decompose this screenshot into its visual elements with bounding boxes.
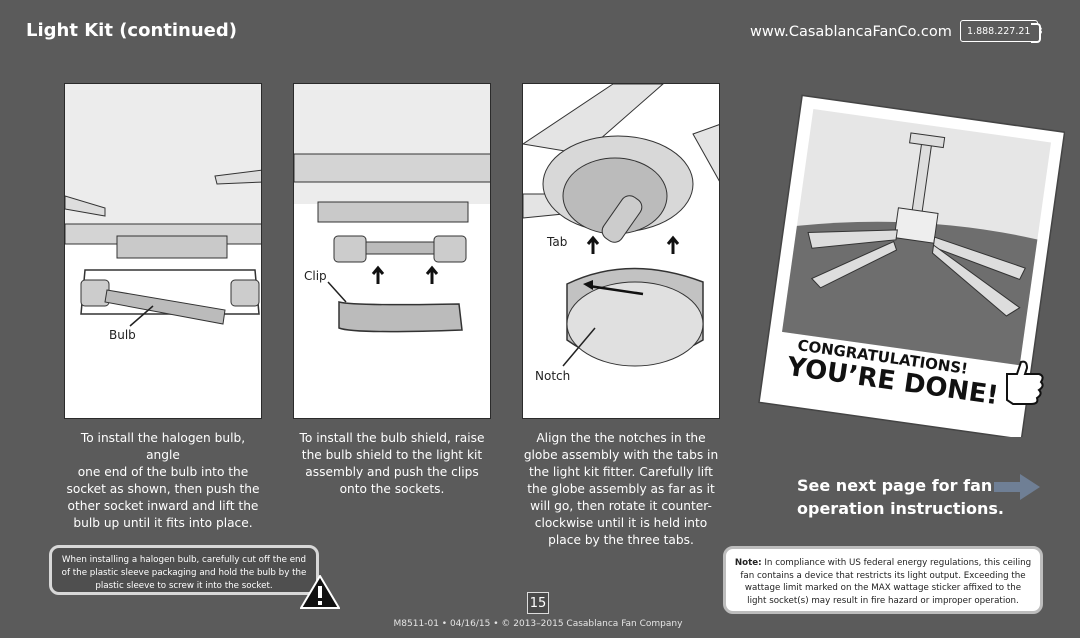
caption-bulb: To install the halogen bulb, angle one e…	[64, 430, 262, 532]
caption-line: clockwise until it is held into	[534, 516, 708, 530]
next-page-line: See next page for fan	[797, 476, 993, 495]
caption-line: other socket inward and lift the	[67, 499, 259, 513]
caption-line: onto the sockets.	[339, 482, 445, 496]
caption-line: To install the halogen bulb, angle	[80, 431, 246, 462]
caption-line: socket as shown, then push the	[66, 482, 260, 496]
next-page-prompt: See next page for fan operation instruct…	[797, 474, 1004, 520]
note-text: In compliance with US federal energy reg…	[740, 558, 1032, 606]
thumbs-up-icon	[1006, 360, 1044, 405]
caption-line: the light kit fitter. Carefully lift	[529, 465, 713, 479]
compliance-note: Note: In compliance with US federal ener…	[723, 546, 1043, 614]
caption-line: the bulb shield to the light kit	[301, 448, 483, 462]
caption-line: bulb up until it fits into place.	[73, 516, 253, 530]
label-notch: Notch	[535, 369, 570, 383]
next-page-line: operation instructions.	[797, 499, 1004, 518]
label-bulb: Bulb	[109, 328, 136, 342]
arrow-right-icon	[994, 474, 1040, 500]
caption-line: globe assembly with the tabs in	[523, 448, 719, 462]
phone-icon	[1031, 23, 1041, 43]
warning-icon	[300, 575, 340, 609]
page-title: Light Kit (continued)	[26, 20, 237, 41]
illustration-clip: Clip	[293, 83, 491, 419]
completion-polaroid: CONGRATULATIONS! YOU’RE DONE!	[755, 92, 1066, 441]
illustration-globe: Tab Notch	[522, 83, 720, 419]
caption-line: Align the the notches in the	[536, 431, 706, 445]
caption-line: one end of the bulb into the	[77, 465, 249, 479]
label-clip: Clip	[304, 269, 327, 283]
note-label: Note:	[734, 558, 762, 568]
page-number: 15	[527, 592, 549, 614]
phone-number: 1.888.227.2178	[967, 26, 1043, 37]
caption-line: assembly and push the clips	[305, 465, 479, 479]
website-url[interactable]: www.CasablancaFanCo.com	[750, 24, 952, 40]
caption-line: the globe assembly as far as it	[527, 482, 715, 496]
caption-line: To install the bulb shield, raise	[299, 431, 485, 445]
phone-box: 1.888.227.2178	[960, 20, 1043, 43]
caption-line: will go, then rotate it counter-	[530, 499, 712, 513]
illustration-bulb: Bulb	[64, 83, 262, 419]
footer-text: M8511-01 • 04/16/15 • © 2013–2015 Casabl…	[393, 619, 683, 629]
caption-globe: Align the the notches in the globe assem…	[522, 430, 720, 549]
caption-clip: To install the bulb shield, raise the bu…	[293, 430, 491, 498]
halogen-warning: When installing a halogen bulb, carefull…	[49, 545, 319, 595]
label-tab: Tab	[546, 235, 567, 249]
caption-line: place by the three tabs.	[548, 533, 694, 547]
